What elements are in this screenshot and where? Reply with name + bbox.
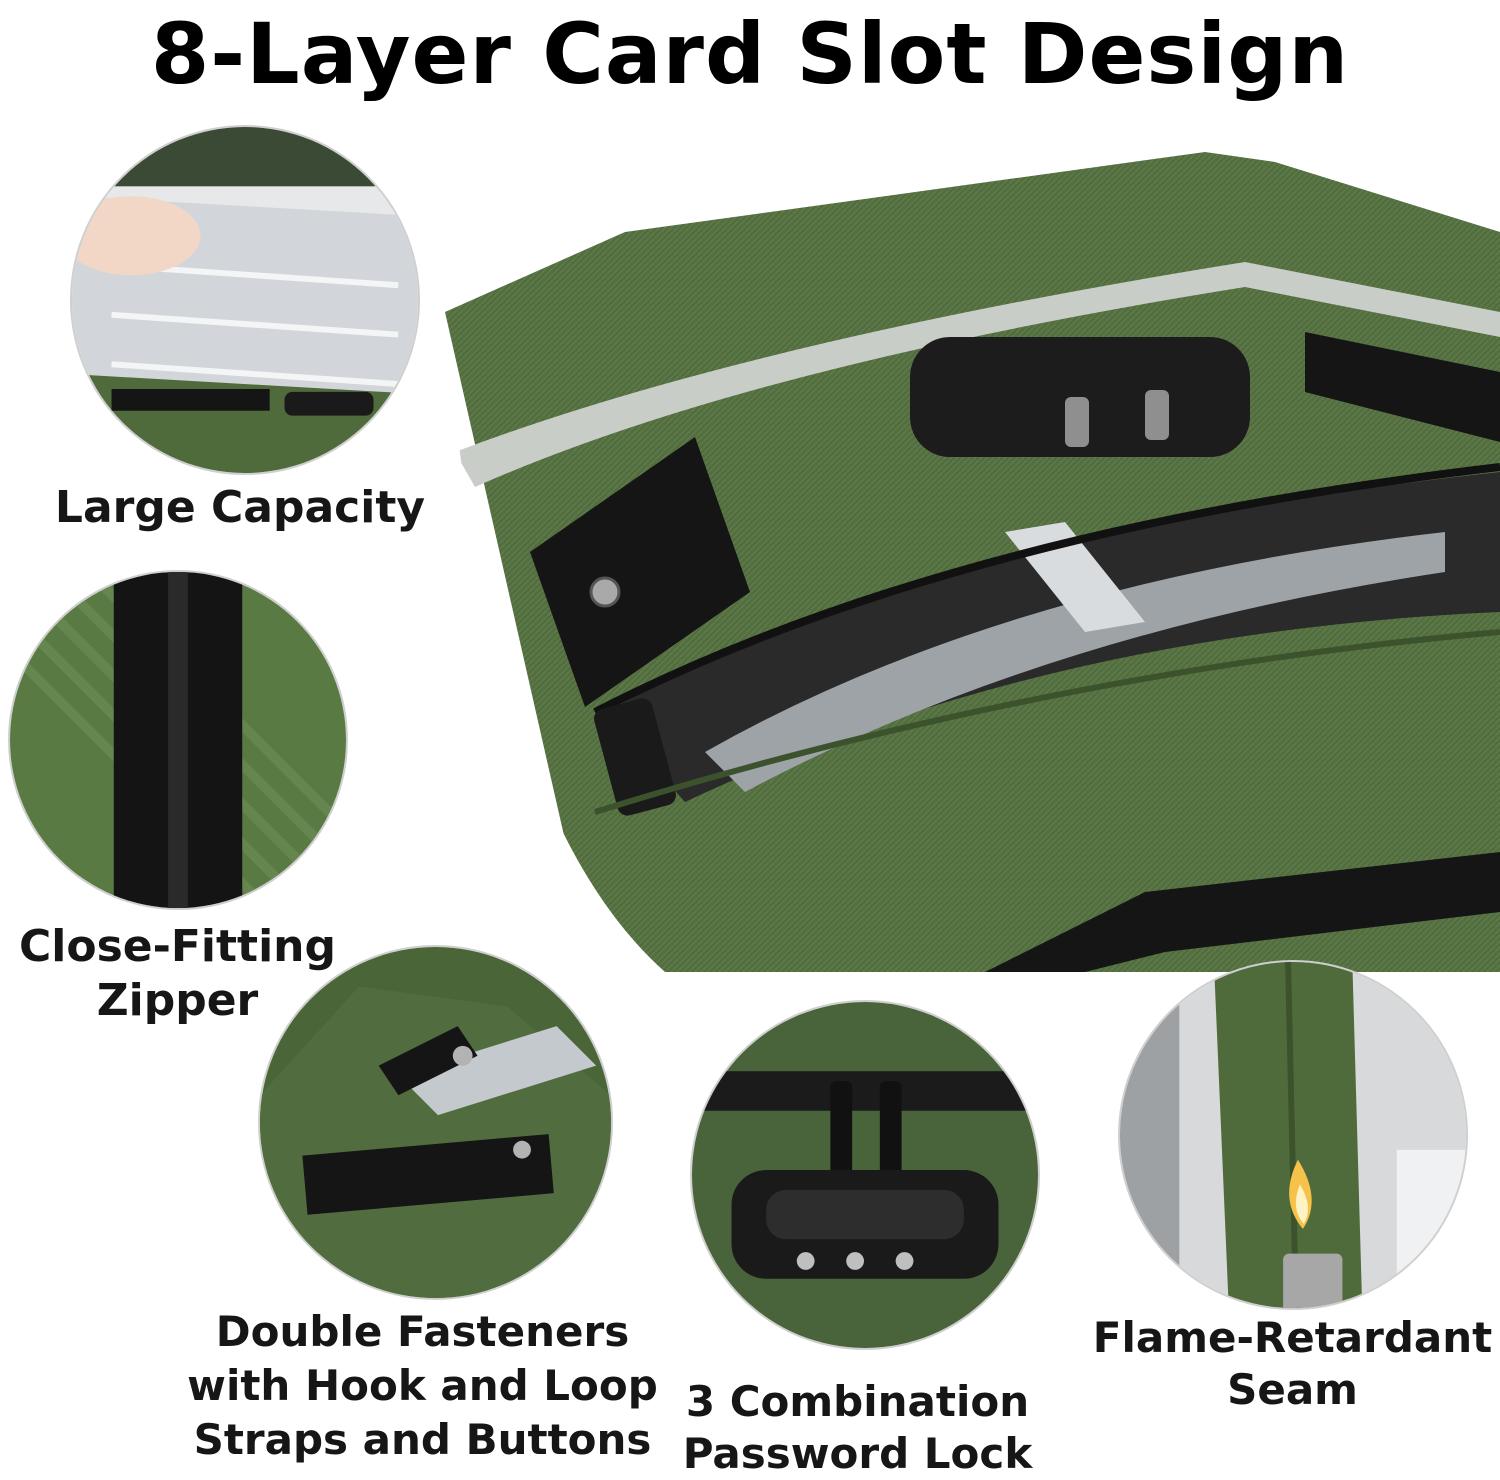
flame-seam-photo <box>1118 960 1468 1310</box>
large-capacity-photo <box>70 125 420 475</box>
bag-closeup-photo <box>445 112 1500 972</box>
fastener-photo <box>258 945 613 1300</box>
zipper-photo <box>8 570 348 910</box>
lock-caption: 3 Combination Password Lock <box>682 1377 1033 1478</box>
combination-lock-photo <box>690 1000 1040 1350</box>
large-capacity-caption: Large Capacity <box>54 482 426 533</box>
flame-caption: Flame-Retardant Seam <box>1092 1313 1493 1414</box>
zipper-caption: Close-Fitting Zipper <box>18 921 336 1026</box>
page-title: 8-Layer Card Slot Design <box>150 5 1350 103</box>
fasteners-caption: Double Fasteners with Hook and Loop Stra… <box>187 1307 658 1464</box>
